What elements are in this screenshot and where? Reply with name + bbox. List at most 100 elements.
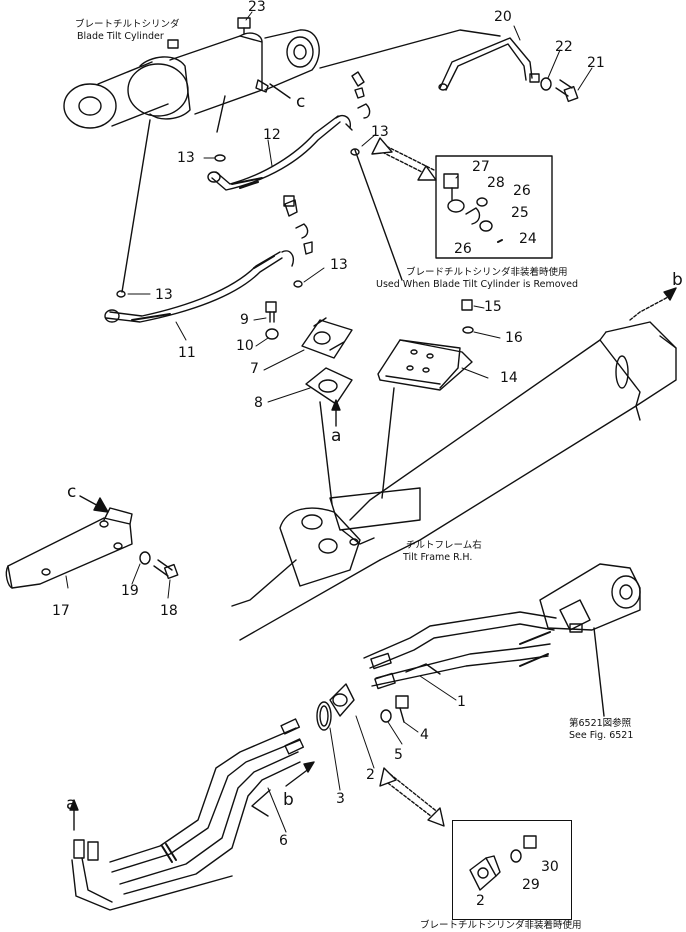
caption-tilt-frame-jp: チルトフレーム右 [406, 540, 482, 551]
ref-a-lower-head [69, 799, 79, 811]
caption-used-when-en: Used When Blade Tilt Cylinder is Removed [376, 279, 579, 290]
part-13-c: 13 [330, 257, 348, 273]
leader-13-right [354, 149, 403, 281]
part-9: 9 [240, 312, 249, 328]
washer-19 [139, 551, 151, 565]
caption-tilt-frame-en: Tilt Frame R.H. [403, 552, 473, 563]
washer-22 [540, 77, 552, 91]
valve-body [539, 563, 641, 633]
bolt-18 [153, 559, 179, 580]
part-17: 17 [52, 603, 70, 619]
hose-6 [71, 718, 305, 911]
washer-10 [265, 328, 279, 340]
double-arrow-bottom [379, 767, 445, 827]
flange-7 [301, 317, 353, 359]
hose-assembly-1 [363, 611, 557, 690]
part-30: 30 [541, 859, 559, 875]
part-12: 12 [263, 127, 281, 143]
plate-8 [305, 367, 353, 405]
part-22: 22 [555, 39, 573, 55]
ref-c-head [93, 497, 109, 513]
part-19: 19 [121, 583, 139, 599]
part-18: 18 [160, 603, 178, 619]
caption-blade-tilt-en: Blade Tilt Cylinder [77, 31, 164, 42]
part-6: 6 [279, 833, 288, 849]
part-7: 7 [250, 361, 259, 377]
leader-see-fig [593, 627, 605, 717]
o-ring-13a [214, 154, 226, 162]
o-ring-13b [116, 290, 126, 298]
part-27: 27 [472, 159, 490, 175]
split-flange-2 [329, 683, 355, 717]
part-24: 24 [519, 231, 537, 247]
part-16: 16 [505, 330, 523, 346]
ref-c-top: c [296, 92, 306, 112]
part-25: 25 [511, 205, 529, 221]
pipe-20 [319, 29, 540, 91]
plug-23 [237, 17, 251, 35]
ref-b-arrow-top [629, 295, 671, 321]
part-leaders [65, 11, 593, 833]
part-15: 15 [484, 299, 502, 315]
inset-box-bottom [469, 835, 537, 891]
part-10: 10 [236, 338, 254, 354]
ref-a-top: a [331, 426, 342, 446]
caption-bottom-jp: ブレートチルトシリンダ非装着時使用 [420, 920, 582, 931]
bolt-4 [395, 695, 409, 723]
leader-13-cylinder [216, 95, 226, 133]
caption-see-fig-en: See Fig. 6521 [569, 730, 634, 741]
bracket-14 [377, 339, 473, 391]
ref-a-lower: a [66, 794, 77, 814]
bolt-21 [555, 79, 579, 103]
part-4: 4 [420, 727, 429, 743]
leader-13-left [121, 119, 151, 293]
part-2-a: 2 [366, 767, 375, 783]
part-13-b: 13 [371, 124, 389, 140]
elbow-fittings-top [350, 71, 371, 156]
blade-tilt-cylinder [63, 29, 320, 129]
inset-box-bottom-frame [452, 820, 572, 920]
ref-b-top: b [672, 270, 683, 290]
hose-marker-1 [405, 663, 441, 675]
hose-12 [207, 114, 353, 191]
double-arrow-top [371, 137, 437, 181]
hose-11 [104, 250, 294, 323]
part-23: 23 [248, 0, 266, 15]
part-13-d: 13 [155, 287, 173, 303]
part-29: 29 [522, 877, 540, 893]
part-26-a: 26 [513, 183, 531, 199]
ref-b-lower-head [303, 761, 315, 773]
hose-marker [251, 789, 271, 817]
part-1: 1 [457, 694, 466, 710]
part-21: 21 [587, 55, 605, 71]
washer-5 [380, 709, 392, 723]
part-2-b: 2 [476, 893, 485, 909]
bolt-15 [461, 299, 473, 311]
bolt-hole [113, 542, 123, 550]
part-3: 3 [336, 791, 345, 807]
leader-bracket [381, 387, 395, 499]
elbow-fittings-mid [284, 199, 313, 255]
part-8: 8 [254, 395, 263, 411]
caption-see-fig-jp: 第6521図参照 [569, 718, 632, 729]
ref-a-top-head [331, 399, 341, 411]
o-ring-13c [293, 280, 303, 288]
part-20: 20 [494, 9, 512, 25]
inset-box-top [435, 155, 553, 259]
leader-plate-8 [319, 401, 333, 505]
part-14: 14 [500, 370, 518, 386]
part-11: 11 [178, 345, 196, 361]
guard-17 [5, 507, 133, 589]
ref-b-lower-line [285, 767, 311, 787]
ref-b-lower: b [283, 790, 294, 810]
part-26-b: 26 [454, 241, 472, 257]
bolt-mid [283, 195, 295, 207]
washer-16 [462, 326, 474, 334]
tilt-frame-rh [231, 321, 677, 641]
ref-c-guard: c [67, 482, 77, 502]
part-13-a: 13 [177, 150, 195, 166]
part-28: 28 [487, 175, 505, 191]
part-5: 5 [394, 747, 403, 763]
caption-blade-tilt-jp: ブレートチルトシリンダ [75, 19, 180, 30]
